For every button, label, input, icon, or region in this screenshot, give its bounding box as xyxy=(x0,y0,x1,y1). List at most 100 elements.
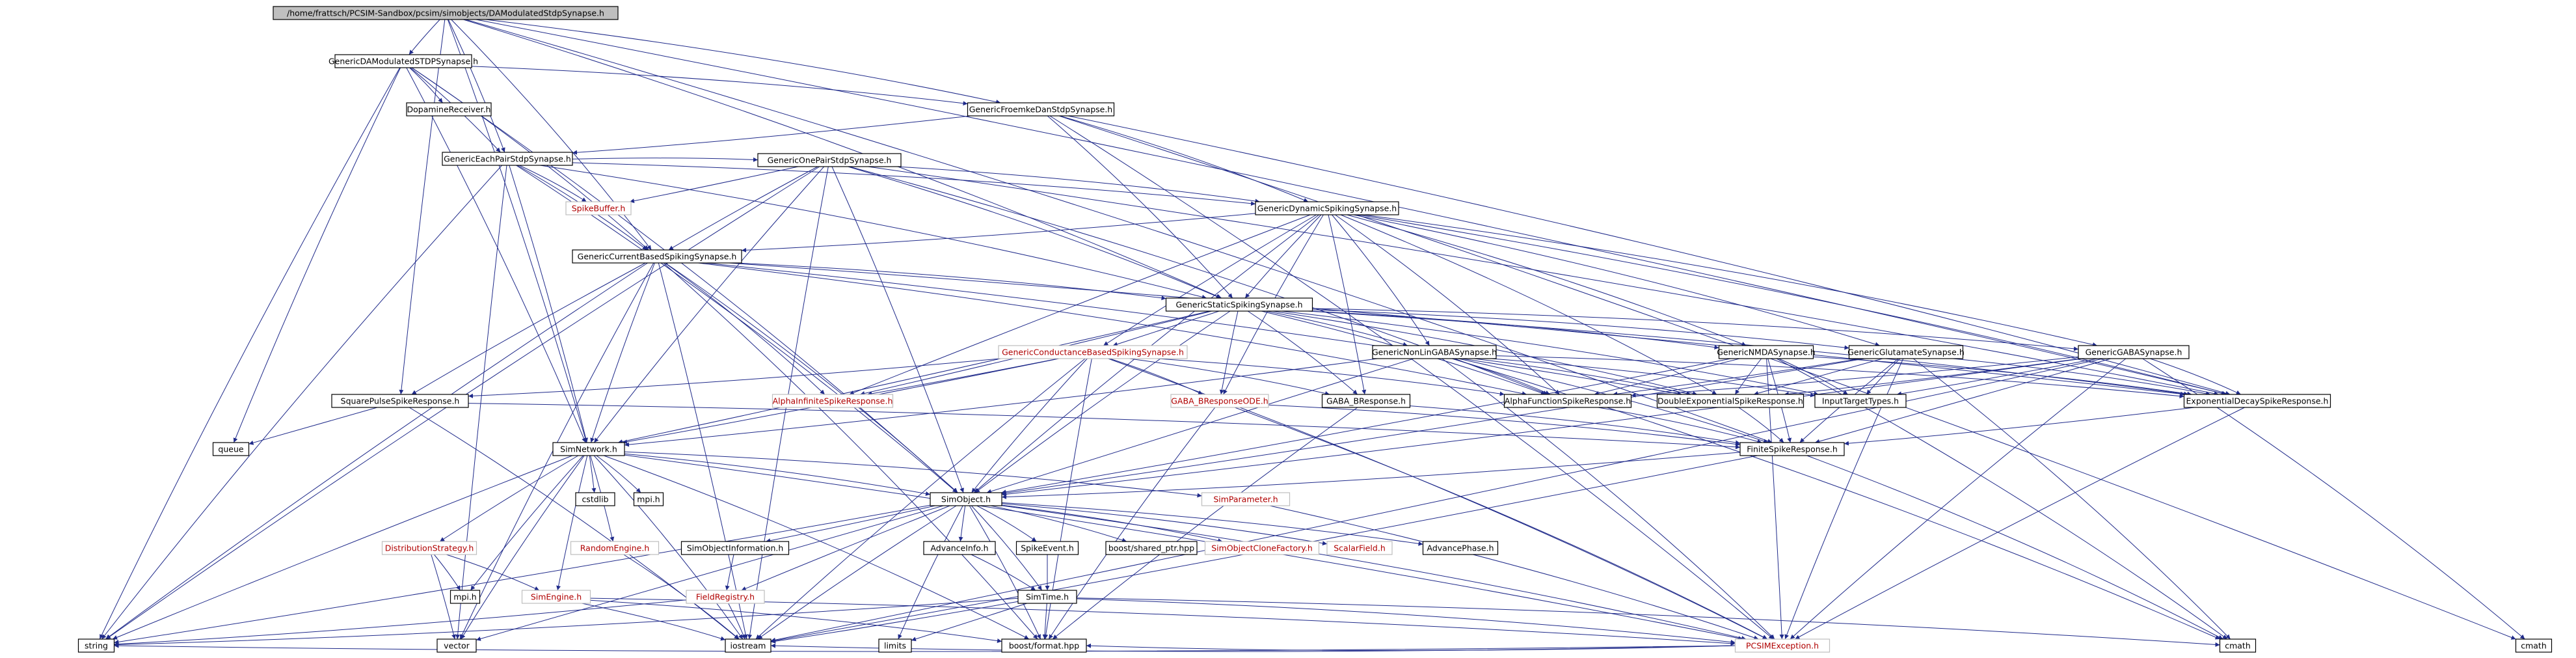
file-node-simengine[interactable]: SimEngine.h xyxy=(521,590,591,604)
file-node-boostshared[interactable]: boost/shared_ptr.hpp xyxy=(1105,541,1198,555)
edge-gopss-to-gsss xyxy=(848,166,1221,299)
file-node-simobjinfo[interactable]: SimObjectInformation.h xyxy=(680,541,790,555)
file-node-dopa[interactable]: DopamineReceiver.h xyxy=(406,102,492,117)
edge-simobj-to-boostformat xyxy=(969,505,1041,640)
file-node-box xyxy=(1503,394,1632,408)
file-node-label: FiniteSpikeResponse.h xyxy=(1747,445,1838,454)
edge-gdss-to-gcond xyxy=(1103,214,1317,346)
file-node-label: GenericNMDASynapse.h xyxy=(1717,348,1816,357)
file-node-boostformat[interactable]: boost/format.hpp xyxy=(1001,638,1087,653)
file-node-doubleexp[interactable]: DoubleExponentialSpikeResponse.h xyxy=(1656,394,1805,408)
edge-simobj-to-advphase xyxy=(1001,502,1423,546)
edge-gsss-to-inputtarget xyxy=(1281,310,1819,396)
file-node-queue[interactable]: queue xyxy=(212,442,250,456)
file-node-inputtarget[interactable]: InputTargetTypes.h xyxy=(1814,394,1907,408)
file-node-gfhd[interactable]: GenericFroemkeDanStdpSynapse.h xyxy=(967,102,1115,117)
file-node-gdam[interactable]: GenericDAModulatedSTDPSynapse.h xyxy=(329,54,478,68)
edge-root-to-sqpulse xyxy=(399,19,446,395)
file-node-label: mpi.h xyxy=(453,592,476,602)
edge-gcond-to-alphafn xyxy=(1156,358,1505,396)
edge-gopss-to-string xyxy=(105,166,820,640)
edge-ggaba-to-pcsimexc xyxy=(1790,358,2127,640)
file-node-sqpulse[interactable]: SquarePulseSpikeResponse.h xyxy=(331,394,469,408)
edge-simparam-to-pcsimexc xyxy=(1269,505,1759,640)
file-node-gsss[interactable]: GenericStaticSpikingSynapse.h xyxy=(1165,297,1313,312)
file-node-label: InputTargetTypes.h xyxy=(1822,396,1899,406)
edge-simobj-to-vector xyxy=(476,505,944,641)
file-node-label: cmath xyxy=(2225,641,2251,651)
file-node-box xyxy=(2219,638,2257,653)
edge-simobj-to-advinfo xyxy=(958,505,966,542)
file-node-gnlgaba[interactable]: GenericNonLinGABASynapse.h xyxy=(1372,345,1497,359)
file-node-box xyxy=(1326,541,1393,555)
file-node-randeng[interactable]: RandomEngine.h xyxy=(570,541,660,555)
file-node-limits[interactable]: limits xyxy=(878,638,912,653)
file-node-cloneFactory[interactable]: SimObjectCloneFactory.h xyxy=(1204,541,1320,555)
file-node-gabab_ode[interactable]: GABA_BResponseODE.h xyxy=(1170,394,1269,408)
file-node-gdss[interactable]: GenericDynamicSpikingSynapse.h xyxy=(1255,201,1399,215)
file-node-cstdlib[interactable]: cstdlib xyxy=(575,492,615,506)
edge-simtime-to-pcsimexc xyxy=(1076,598,1736,644)
file-node-label: GenericEachPairStdpSynapse.h xyxy=(444,154,571,164)
file-node-simparam[interactable]: SimParameter.h xyxy=(1201,492,1291,506)
file-node-gopss[interactable]: GenericOnePairStdpSynapse.h xyxy=(757,153,902,167)
file-node-diststrat[interactable]: DistributionStrategy.h xyxy=(381,541,477,555)
edge-simnet-to-diststrat xyxy=(439,455,579,542)
file-node-cmath_mid[interactable]: cmath xyxy=(2219,638,2257,653)
file-node-advphase[interactable]: AdvancePhase.h xyxy=(1422,541,1499,555)
file-node-box xyxy=(878,638,912,653)
edge-fieldreg-to-string xyxy=(114,599,687,647)
file-node-alphainf[interactable]: AlphaInfiniteSpikeResponse.h xyxy=(771,394,894,408)
file-node-label: iostream xyxy=(731,641,766,651)
file-node-advinfo[interactable]: AdvanceInfo.h xyxy=(923,541,996,555)
file-node-box xyxy=(1321,394,1411,408)
file-node-simtime[interactable]: SimTime.h xyxy=(1017,590,1077,604)
file-node-mpih[interactable]: mpi.h xyxy=(449,590,481,604)
edge-gnlgaba-to-pcsimexc xyxy=(1442,358,1775,640)
file-node-box xyxy=(2078,345,2190,359)
file-node-gcond[interactable]: GenericConductanceBasedSpikingSynapse.h xyxy=(998,345,1188,359)
file-node-gepss[interactable]: GenericEachPairStdpSynapse.h xyxy=(442,152,573,166)
file-node-expdecay[interactable]: ExponentialDecaySpikeResponse.h xyxy=(2183,394,2331,408)
file-node-iostream[interactable]: iostream xyxy=(725,638,771,653)
file-node-box xyxy=(565,201,632,215)
file-node-gabab[interactable]: GABA_BResponse.h xyxy=(1321,394,1411,408)
edge-gcbss-to-doubleexp xyxy=(705,262,1682,396)
file-node-alphafn[interactable]: AlphaFunctionSpikeResponse.h xyxy=(1503,394,1632,408)
file-node-spbuf[interactable]: SpikeBuffer.h xyxy=(565,201,632,215)
edge-gabab_ode-to-pcsimexc xyxy=(1234,407,1768,640)
file-node-label: DopamineReceiver.h xyxy=(407,105,491,115)
file-node-string[interactable]: string xyxy=(77,638,115,653)
file-node-box xyxy=(757,153,902,167)
edge-diststrat-to-simengine xyxy=(446,554,540,591)
edge-gnlgaba-to-inputtarget xyxy=(1491,358,1816,398)
file-node-fieldreg[interactable]: FieldRegistry.h xyxy=(686,590,765,604)
edge-diststrat-to-mpih xyxy=(433,554,461,591)
edge-simobj-to-boostshared xyxy=(990,505,1127,543)
edge-simtime-to-string xyxy=(114,597,1019,647)
file-node-pcsimexc[interactable]: PCSIMException.h xyxy=(1734,638,1831,653)
file-node-simobj[interactable]: SimObject.h xyxy=(930,492,1002,506)
edge-gfhd-to-cmath_right xyxy=(1058,115,2516,640)
file-nodes: /home/frattsch/PCSIM-Sandbox/pcsim/simob… xyxy=(77,6,2553,653)
edge-gfhd-to-gdss xyxy=(1059,115,1309,202)
file-node-box xyxy=(680,541,790,555)
file-node-box xyxy=(967,102,1115,117)
file-node-gcbss[interactable]: GenericCurrentBasedSpikingSynapse.h xyxy=(572,249,742,264)
file-node-vector[interactable]: vector xyxy=(436,638,477,653)
file-node-spikeevent[interactable]: SpikeEvent.h xyxy=(1015,541,1079,555)
file-node-scalarfield[interactable]: ScalarField.h xyxy=(1326,541,1393,555)
file-node-finite[interactable]: FiniteSpikeResponse.h xyxy=(1739,442,1845,456)
file-node-ggaba[interactable]: GenericGABASynapse.h xyxy=(2078,345,2190,359)
file-node-label: SimTime.h xyxy=(1026,592,1069,602)
file-node-gnmda[interactable]: GenericNMDASynapse.h xyxy=(1717,345,1816,359)
file-node-mpih_top[interactable]: mpi.h xyxy=(633,492,664,506)
edge-gnlgaba-to-simnet xyxy=(624,358,1378,447)
file-node-simnet[interactable]: SimNetwork.h xyxy=(552,442,625,456)
edge-alphafn-to-finite xyxy=(1598,407,1762,444)
edge-simnet-to-mpih xyxy=(470,455,584,591)
edge-ggaba-to-simobj xyxy=(1001,358,2082,497)
file-node-cmath_right[interactable]: cmath xyxy=(2515,638,2553,653)
file-node-gglut[interactable]: GenericGlutamateSynapse.h xyxy=(1847,345,1965,359)
edge-gsss-to-gnlgaba xyxy=(1266,310,1408,347)
